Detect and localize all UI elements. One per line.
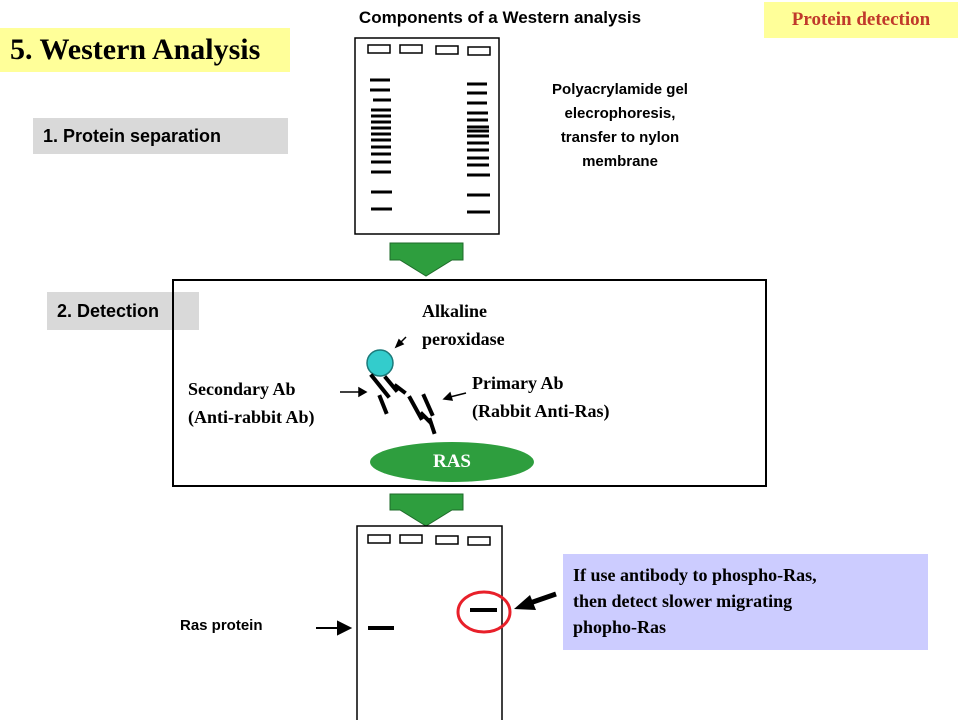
pointer-arrow-icon (340, 386, 368, 398)
gel-wells (367, 534, 491, 546)
gel-caption-line: transfer to nylon (560, 129, 680, 146)
detection-panel (172, 279, 767, 487)
gel-membrane-top (354, 37, 500, 235)
primary-ab-label: Primary Ab (472, 373, 564, 393)
gel-bands-lane1 (370, 78, 392, 211)
gel-caption-line: Polyacrylamide gel (552, 81, 688, 98)
gel-bands-lane2 (467, 82, 490, 214)
ras-antigen-label: RAS (432, 451, 471, 472)
gel-membrane-result (356, 525, 512, 720)
note-line: then detect slower migrating (573, 591, 793, 611)
diagram-title: Components of a Western analysis (358, 8, 642, 27)
secondary-ab-label: (Anti-rabbit Ab) (188, 407, 315, 427)
enzyme-icon (366, 349, 394, 377)
ras-antigen-shape (370, 442, 534, 482)
topic-tag: Protein detection (764, 2, 958, 38)
pointer-arrow-icon (442, 391, 467, 401)
enzyme-label: Alkaline (422, 301, 488, 321)
enzyme-label: peroxidase (422, 329, 505, 349)
note-pointer-arrow-icon (514, 591, 557, 610)
down-arrow-icon (389, 242, 464, 277)
gel-caption: Polyacrylamide gel elecrophoresis, trans… (508, 78, 732, 174)
primary-ab-label: (Rabbit Anti-Ras) (472, 401, 610, 421)
note-line: phopho-Ras (573, 617, 667, 637)
gel-caption-line: elecrophoresis, (564, 105, 676, 122)
note-line: If use antibody to phospho-Ras, (573, 565, 817, 585)
down-arrow-icon (389, 493, 464, 527)
gel-caption-line: membrane (582, 153, 658, 170)
page-title: 5. Western Analysis (0, 28, 290, 72)
gel-wells (367, 44, 491, 56)
highlight-circle (456, 590, 512, 634)
ras-protein-label: Ras protein (180, 617, 263, 634)
ras-pointer-arrow-icon (316, 620, 353, 636)
pointer-arrow-icon (394, 336, 407, 349)
secondary-antibody-icon (369, 373, 407, 415)
secondary-ab-label: Secondary Ab (188, 379, 296, 399)
step-protein-separation: 1. Protein separation (33, 118, 288, 154)
phospho-note: If use antibody to phospho-Ras, then det… (563, 554, 928, 650)
primary-antibody-icon (407, 393, 437, 435)
